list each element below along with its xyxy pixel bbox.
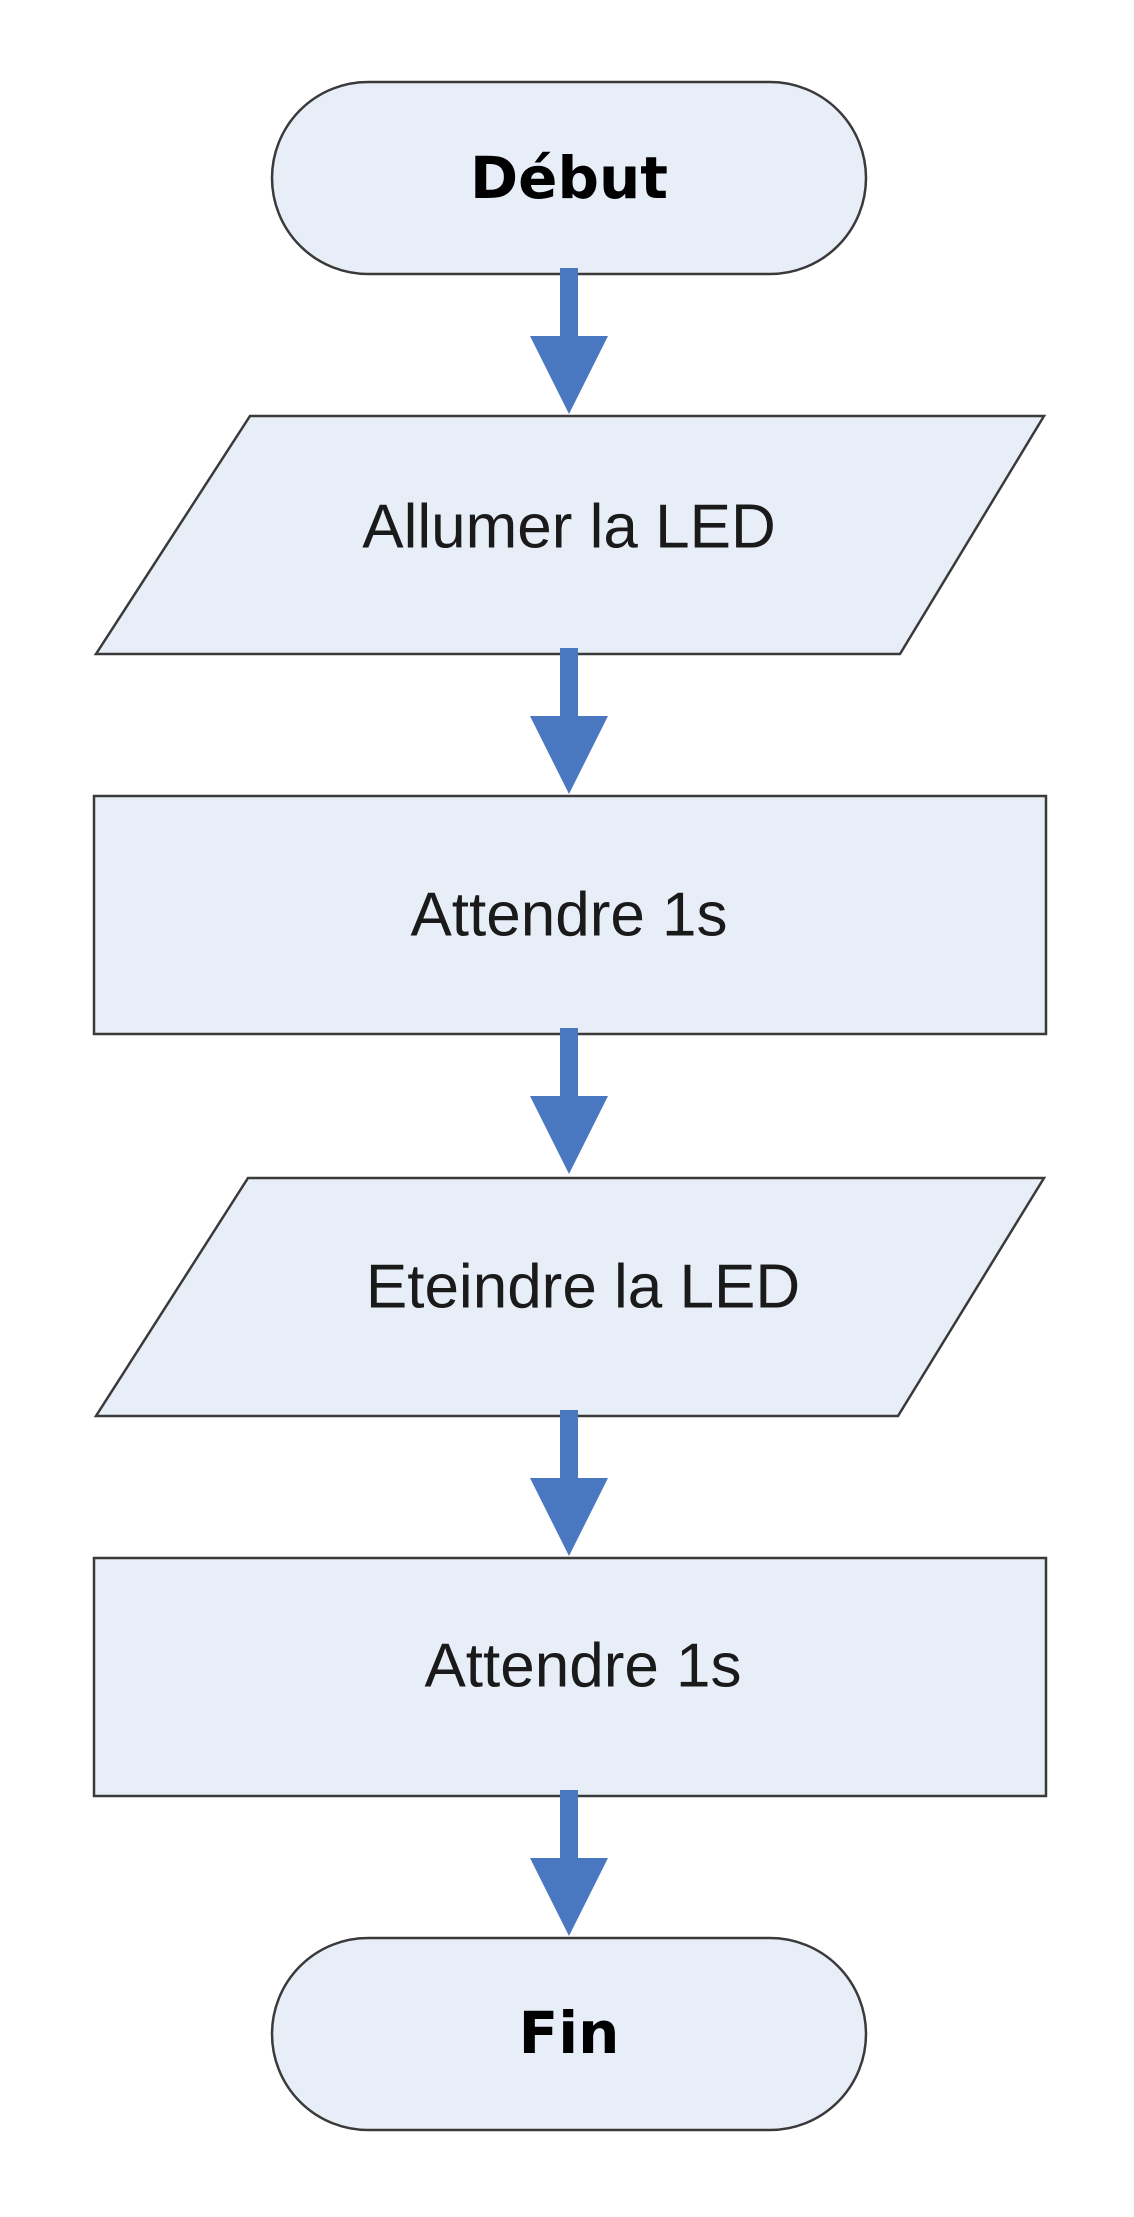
end-node: Fin — [270, 1936, 868, 2132]
arrow-shaft — [560, 648, 578, 720]
led-off-node: Eteindre la LED — [93, 1176, 1047, 1418]
arrow-head — [530, 1858, 608, 1936]
led-off-label: Eteindre la LED — [366, 1253, 800, 1322]
led-off-parallelogram-shape — [93, 1176, 1047, 1418]
led-on-label: Allumer la LED — [362, 493, 775, 562]
flow-arrow — [530, 648, 608, 794]
arrow-head — [530, 1478, 608, 1556]
start-node: Début — [270, 80, 868, 276]
flow-arrow — [530, 268, 608, 414]
flow-arrow — [530, 1028, 608, 1174]
wait-2-rectangle-shape — [92, 1556, 1048, 1798]
arrow-shaft — [560, 268, 578, 340]
flow-arrow — [530, 1790, 608, 1936]
wait-1-rectangle-shape — [92, 794, 1048, 1036]
wait-2-label: Attendre 1s — [424, 1632, 741, 1701]
arrow-shaft — [560, 1028, 578, 1100]
wait-1-label: Attendre 1s — [410, 881, 727, 950]
arrow-head — [530, 1096, 608, 1174]
led-on-node: Allumer la LED — [93, 414, 1047, 656]
led-on-parallelogram-shape — [93, 414, 1047, 656]
arrow-shaft — [560, 1410, 578, 1482]
start-label: Début — [470, 144, 668, 212]
arrow-head — [530, 336, 608, 414]
end-label: Fin — [519, 1999, 620, 2067]
flow-arrow — [530, 1410, 608, 1556]
end-terminal-shape — [270, 1936, 868, 2132]
wait-2-node: Attendre 1s — [92, 1556, 1048, 1798]
arrow-shaft — [560, 1790, 578, 1862]
wait-1-node: Attendre 1s — [92, 794, 1048, 1036]
arrow-head — [530, 716, 608, 794]
